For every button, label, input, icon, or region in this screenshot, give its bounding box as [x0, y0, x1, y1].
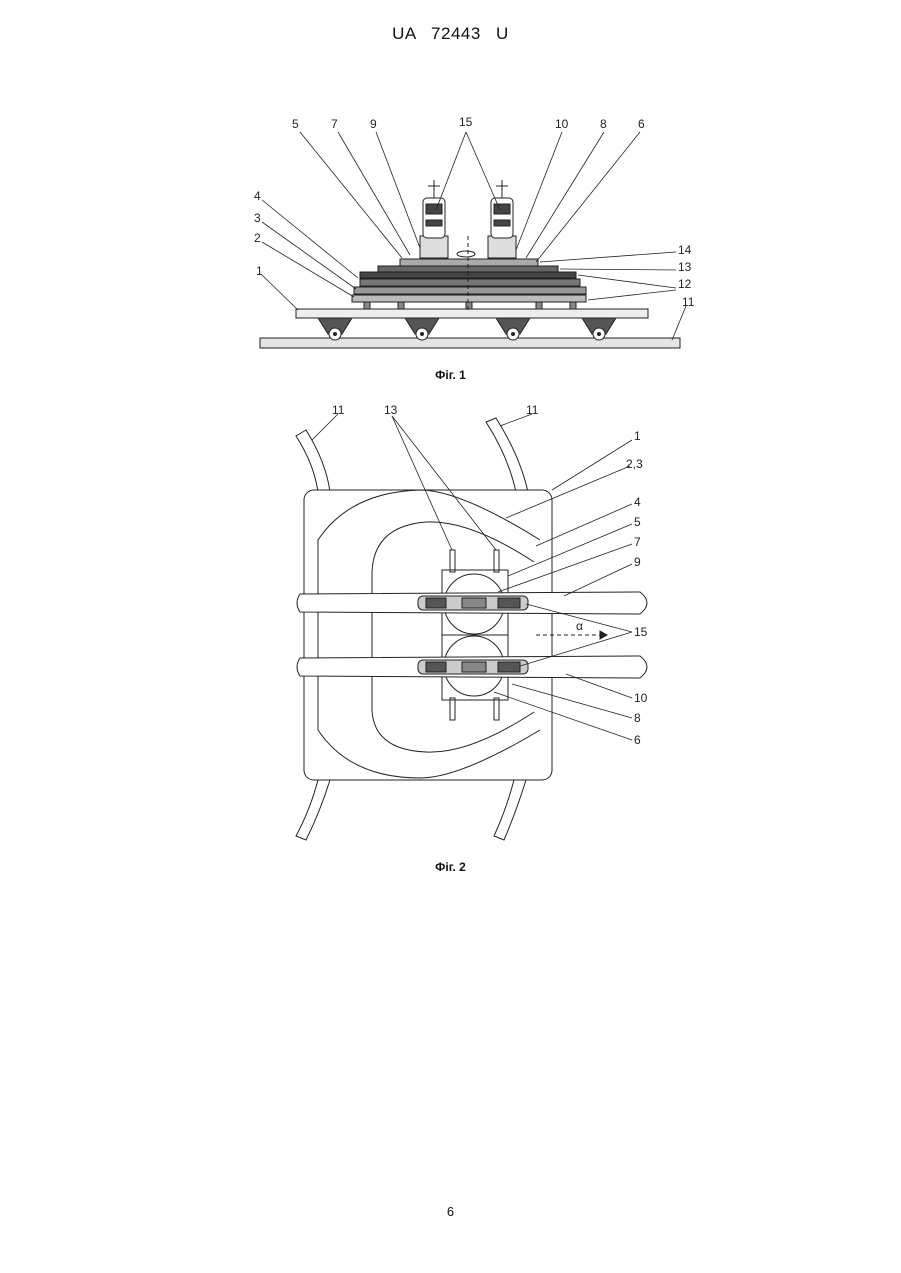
ground-rail — [260, 338, 680, 348]
label-11-right: 11 — [526, 403, 539, 417]
plate-14 — [400, 259, 538, 266]
label-5: 5 — [634, 515, 641, 529]
rail-right-bottom — [494, 780, 526, 840]
label-1: 1 — [256, 264, 263, 278]
label-9: 9 — [370, 117, 377, 131]
rail-right-top — [486, 418, 528, 492]
plate-2 — [352, 295, 586, 302]
platform — [296, 309, 648, 318]
plate-3 — [354, 287, 586, 294]
label-11-left: 11 — [332, 403, 345, 417]
wheel-assemblies — [318, 318, 616, 340]
label-4: 4 — [254, 189, 261, 203]
label-6: 6 — [638, 117, 645, 131]
label-6: 6 — [634, 733, 641, 747]
label-13: 13 — [384, 403, 398, 417]
binding-lower — [418, 660, 528, 674]
binding-upper — [418, 596, 528, 610]
small-rollers — [364, 302, 576, 309]
label-11: 11 — [682, 295, 695, 309]
patent-number: UA 72443 U — [0, 24, 901, 44]
label-8: 8 — [600, 117, 607, 131]
label-5: 5 — [292, 117, 299, 131]
figure-2-drawing: 11 13 11 1 2,3 4 5 7 9 15 α 10 8 6 — [0, 400, 901, 855]
plate-4 — [360, 279, 580, 286]
label-15: 15 — [634, 625, 648, 639]
label-3: 3 — [254, 211, 261, 225]
figure-1-caption: Фіг. 1 — [0, 368, 901, 382]
label-alpha: α — [576, 619, 583, 633]
label-15: 15 — [459, 115, 473, 129]
label-1: 1 — [634, 429, 641, 443]
rail-left-bottom — [296, 780, 330, 840]
label-10: 10 — [555, 117, 569, 131]
figure-1-drawing: 5 7 9 15 10 8 6 4 3 2 1 14 13 12 11 — [0, 100, 901, 365]
label-9: 9 — [634, 555, 641, 569]
label-2-3: 2,3 — [626, 457, 643, 471]
label-10: 10 — [634, 691, 648, 705]
ski-boot-left — [420, 180, 448, 258]
label-13: 13 — [678, 260, 692, 274]
label-14: 14 — [678, 243, 692, 257]
label-12: 12 — [678, 277, 692, 291]
label-7: 7 — [634, 535, 641, 549]
platform-square — [304, 490, 552, 780]
label-4: 4 — [634, 495, 641, 509]
label-7: 7 — [331, 117, 338, 131]
label-2: 2 — [254, 231, 261, 245]
page-number: 6 — [0, 1204, 901, 1219]
label-8: 8 — [634, 711, 641, 725]
figure-2-caption: Фіг. 2 — [0, 860, 901, 874]
